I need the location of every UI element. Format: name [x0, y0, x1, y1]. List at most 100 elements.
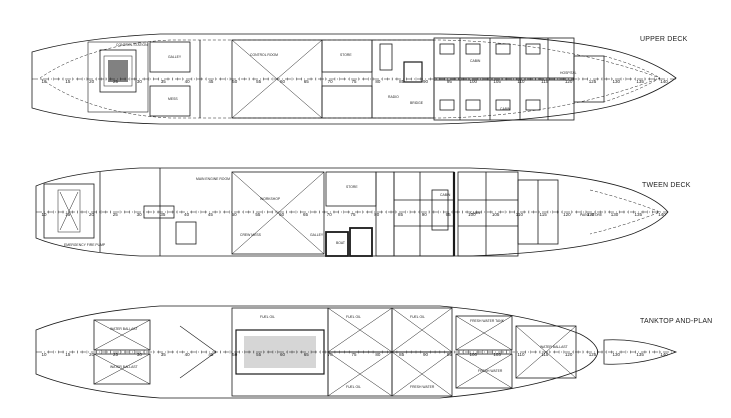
- room-label: GALLEY: [168, 55, 182, 59]
- frame-number: 75: [351, 79, 357, 84]
- room-label: CABIN: [470, 211, 481, 215]
- frame-number: 135: [636, 352, 644, 357]
- room-label: RADIO: [388, 95, 399, 99]
- frame-number: 135: [636, 79, 644, 84]
- frame-number: 80: [374, 212, 380, 217]
- frame-number: 55: [255, 212, 261, 217]
- frame-number: 65: [304, 352, 310, 357]
- frame-number: 140: [660, 79, 668, 84]
- upper-deck-plan: [31, 33, 677, 125]
- frame-number: 40: [185, 79, 191, 84]
- frame-number: 105: [492, 212, 500, 217]
- frame-number: 120: [565, 79, 573, 84]
- frame-number: 120: [563, 212, 571, 217]
- frame-number: 90: [422, 212, 428, 217]
- frame-number: 120: [565, 352, 573, 357]
- frame-number: 10: [41, 352, 47, 357]
- frame-number: 70: [328, 79, 334, 84]
- frame-number: 110: [516, 212, 524, 217]
- room-label: BOAT: [336, 241, 345, 245]
- frame-number: 50: [232, 79, 238, 84]
- frame-number: 40: [185, 352, 191, 357]
- frame-number: 85: [398, 212, 404, 217]
- room-label: FUEL OIL: [410, 315, 425, 319]
- room-label: EMERGENCY FIRE PUMP: [64, 243, 106, 247]
- frame-number: 140: [660, 352, 668, 357]
- frame-number: 115: [541, 79, 549, 84]
- frame-number: 140: [658, 212, 666, 217]
- room-label: FRESH WATER: [478, 369, 503, 373]
- frame-number: 95: [447, 79, 453, 84]
- room-label: CREW MESS: [240, 233, 262, 237]
- room-label: HOSPITAL: [560, 71, 577, 75]
- room-label: CABIN: [470, 59, 481, 63]
- frame-number: 70: [328, 352, 334, 357]
- frame-number: 105: [493, 79, 501, 84]
- upper-deck-title: UPPER DECK: [640, 36, 688, 43]
- frame-number: 40: [184, 212, 190, 217]
- frame-number: 130: [611, 212, 619, 217]
- frame-number: 25: [113, 212, 119, 217]
- room-label: CABIN: [500, 107, 511, 111]
- frame-number: 75: [350, 212, 356, 217]
- frame-number: 90: [423, 79, 429, 84]
- frame-number: 15: [65, 352, 71, 357]
- frame-number: 30: [137, 352, 143, 357]
- frame-number: 90: [423, 352, 429, 357]
- frame-number: 105: [493, 352, 501, 357]
- frame-number: 15: [65, 212, 71, 217]
- room-label: WATER BALLAST: [540, 345, 568, 349]
- room-label: FRESH WATER: [410, 385, 435, 389]
- room-label: FRESH WATER TANK: [470, 319, 505, 323]
- frame-number: 65: [303, 212, 309, 217]
- frame-number: 95: [447, 352, 453, 357]
- room-label: FUEL OIL: [260, 315, 275, 319]
- frame-number: 80: [375, 352, 381, 357]
- frame-number: 125: [589, 79, 597, 84]
- frame-number: 110: [517, 79, 525, 84]
- frame-number: 35: [161, 79, 167, 84]
- frame-number: 55: [256, 79, 262, 84]
- room-label: GALLEY: [310, 233, 324, 237]
- frame-number: 130: [613, 352, 621, 357]
- frame-number: 55: [256, 352, 262, 357]
- room-label: BRIDGE: [410, 101, 424, 105]
- frame-number: 80: [375, 79, 381, 84]
- room-label: STORE: [346, 185, 358, 189]
- room-label: FUEL OIL: [346, 385, 361, 389]
- frame-number: 50: [232, 212, 238, 217]
- frame-number: 20: [89, 79, 95, 84]
- tween-deck-boat-compartment: [325, 231, 349, 257]
- frame-number: 65: [304, 79, 310, 84]
- frame-number: 125: [587, 212, 595, 217]
- frame-number: 35: [160, 212, 166, 217]
- frame-number: 20: [89, 212, 95, 217]
- frame-number: 100: [469, 352, 477, 357]
- frame-number: 115: [540, 212, 548, 217]
- frame-number: 95: [446, 212, 452, 217]
- frame-number: 10: [41, 79, 47, 84]
- frame-number: 70: [327, 212, 333, 217]
- room-label: WATER BALLAST: [110, 327, 138, 331]
- frame-number: 75: [351, 352, 357, 357]
- upper-deck-hull-outline: [31, 33, 677, 125]
- room-label: PAINT STORE: [580, 213, 603, 217]
- room-label: WORKSHOP: [260, 197, 281, 201]
- frame-number: 30: [137, 212, 143, 217]
- tanktop-plan: [35, 305, 678, 399]
- frame-number: 10: [41, 212, 47, 217]
- frame-number: 100: [469, 79, 477, 84]
- room-label: MAIN ENGINE ROOM: [196, 177, 230, 181]
- room-label: FUEL OIL: [346, 315, 361, 319]
- frame-number: 45: [208, 352, 214, 357]
- room-label: CONTROL ROOM: [250, 53, 278, 57]
- upper-deck-engine-casing: [99, 49, 137, 93]
- frame-number: 100: [468, 212, 476, 217]
- frame-number: 50: [232, 352, 238, 357]
- frame-number: 135: [634, 212, 642, 217]
